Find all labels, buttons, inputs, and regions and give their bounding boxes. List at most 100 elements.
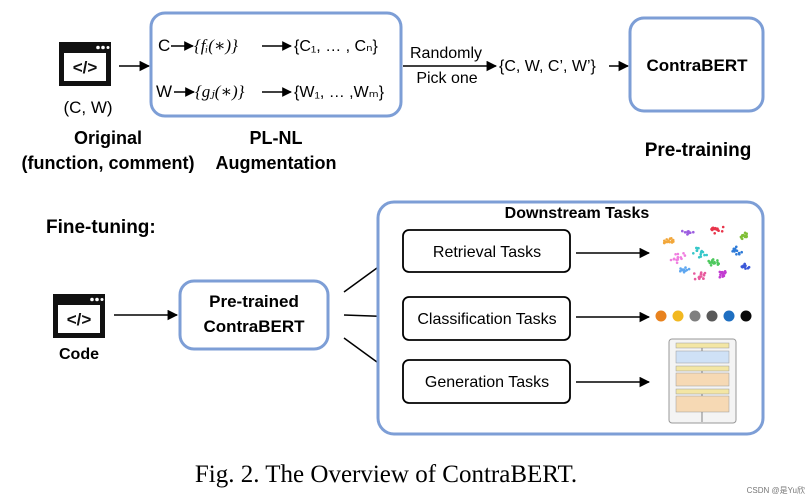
original-pair: (C, W) <box>63 98 112 117</box>
scatter-point <box>719 273 722 277</box>
scatter-point <box>745 235 748 238</box>
sample-tuple: {C, W, C’, W’} <box>499 58 597 75</box>
scatter-point <box>669 258 673 262</box>
aug-row1-input: C <box>158 36 170 55</box>
scatter-point <box>718 270 722 274</box>
scatter-point <box>716 263 720 266</box>
scatter-point <box>739 235 743 239</box>
scatter-point <box>721 272 725 275</box>
class-dot <box>706 310 718 322</box>
scatter-point <box>702 274 706 277</box>
class-dot <box>655 310 667 322</box>
svg-text:</>: </> <box>67 310 92 329</box>
scatter-point <box>682 252 685 255</box>
select-line2: Pick one <box>416 70 477 87</box>
scatter-point <box>683 231 687 234</box>
class-dot <box>672 310 684 322</box>
scatter-point <box>686 231 689 234</box>
task-label-classification: Classification Tasks <box>417 311 556 328</box>
original-label-line1: Original <box>74 128 142 148</box>
contrabert-box <box>628 16 765 113</box>
scatter-point <box>716 259 719 262</box>
class-dot <box>723 310 735 322</box>
class-dot <box>740 310 752 322</box>
colored-dots-icon <box>655 310 752 322</box>
scatter-point <box>697 246 700 250</box>
scatter-point <box>675 258 678 262</box>
aug-row2-func: {gⱼ(∗)} <box>195 82 245 101</box>
svg-text:</>: </> <box>73 58 98 77</box>
scatter-point <box>679 269 682 273</box>
task-label-generation: Generation Tasks <box>425 374 549 391</box>
augmentation-label-line2: Augmentation <box>216 153 337 173</box>
scatter-point <box>672 257 676 261</box>
scatter-point <box>713 232 716 235</box>
scatter-point <box>721 225 725 229</box>
augmentation-box <box>149 11 403 118</box>
scatter-point <box>718 275 722 279</box>
scatter-point <box>689 231 692 234</box>
scatter-point <box>663 239 666 243</box>
scatter-point <box>746 266 750 270</box>
pretrained-box <box>178 279 330 351</box>
scatter-point <box>699 250 703 254</box>
downstream-title: Downstream Tasks <box>505 205 650 222</box>
scatter-point <box>683 254 687 257</box>
scatter-point <box>670 241 674 244</box>
transformer-decoder-icon <box>668 338 737 424</box>
code-window-icon: </> <box>53 294 105 338</box>
scatter-point <box>675 261 679 265</box>
scatter-point <box>671 238 675 242</box>
scatter-point <box>684 269 687 273</box>
pretraining-label: Pre-training <box>645 140 752 161</box>
scatter-point <box>735 245 738 249</box>
scatter-point <box>734 248 737 252</box>
scatter-point <box>676 252 680 256</box>
scatter-point <box>723 270 727 273</box>
scatter-point <box>720 230 724 233</box>
scatter-point <box>716 261 719 264</box>
pretrained-line2: ContraBERT <box>203 317 305 336</box>
scatter-point <box>684 266 687 269</box>
task-box-retrieval <box>402 229 571 273</box>
scatter-point <box>676 256 680 260</box>
original-label-line2: (function, comment) <box>22 153 195 173</box>
scatter-point <box>687 267 691 271</box>
scatter-point <box>711 226 714 230</box>
scatter-point <box>713 261 716 265</box>
scatter-point <box>703 253 706 257</box>
scatter-point <box>693 277 697 281</box>
code-window-icon: </> <box>59 42 111 86</box>
scatter-point <box>702 277 705 280</box>
scatter-point <box>709 264 713 267</box>
aug-row1-output: {C₁, … , Cₙ} <box>294 38 378 55</box>
scatter-point <box>705 253 708 257</box>
scatter-point <box>679 267 682 270</box>
finetuning-title: Fine-tuning: <box>46 217 156 238</box>
class-dot <box>689 310 701 322</box>
scatter-point <box>737 251 741 255</box>
watermark: CSDN @是Yu欣 <box>747 485 805 495</box>
scatter-point <box>740 250 743 254</box>
task-label-retrieval: Retrieval Tasks <box>433 244 541 261</box>
cluster-scatter-icon <box>662 225 751 281</box>
scatter-point <box>668 237 672 240</box>
scatter-point <box>692 252 695 255</box>
scatter-point <box>681 229 684 233</box>
scatter-point <box>699 252 702 256</box>
aug-row2-output: {W₁, … ,Wₘ} <box>294 84 385 101</box>
select-line1: Randomly <box>410 45 482 62</box>
scatter-point <box>711 258 714 262</box>
scatter-point <box>662 241 666 245</box>
scatter-point <box>743 231 747 235</box>
figure-caption: Fig. 2. The Overview of ContraBERT. <box>195 461 577 488</box>
scatter-point <box>697 276 701 279</box>
scatter-point <box>665 238 668 241</box>
scatter-point <box>693 272 696 275</box>
scatter-point <box>674 253 677 256</box>
scatter-point <box>735 253 738 256</box>
scatter-point <box>744 267 747 270</box>
scatter-point <box>743 262 746 266</box>
augmentation-label-line1: PL-NL <box>250 128 303 148</box>
scatter-point <box>699 271 703 274</box>
